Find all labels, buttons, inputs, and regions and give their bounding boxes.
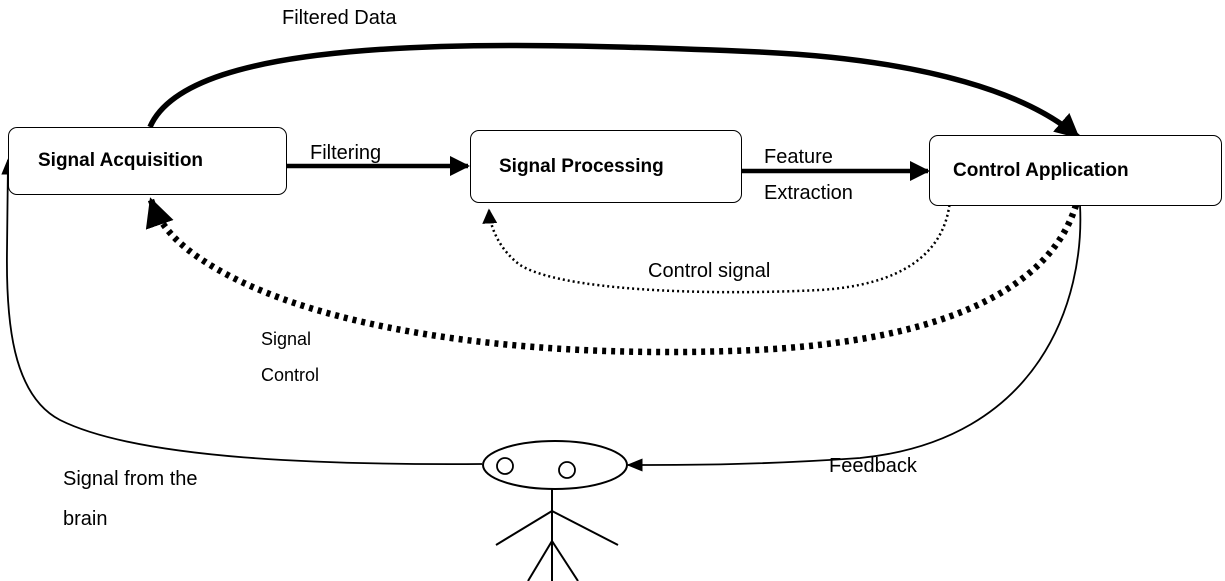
node-signal-processing: Signal Processing: [470, 130, 742, 203]
user-left-arm: [495, 510, 553, 546]
label-filtering: Filtering: [310, 142, 382, 164]
node-signal-processing-label: Signal Processing: [499, 155, 664, 177]
label-control-signal: Control signal: [648, 260, 771, 282]
label-brain: brain: [63, 508, 108, 530]
node-control-application-label: Control Application: [953, 159, 1129, 181]
user-right-leg: [551, 540, 579, 581]
node-signal-acquisition: Signal Acquisition: [8, 127, 287, 195]
label-feature: Feature: [764, 146, 833, 168]
label-control: Control: [261, 365, 320, 385]
filtered-data-arrow: [147, 42, 1080, 140]
control-signal-arrow: [482, 199, 952, 294]
user-head: [482, 440, 628, 490]
user-right-arm: [551, 510, 619, 546]
user-left-leg: [527, 540, 553, 581]
user-right-eye: [558, 461, 576, 479]
brain-signal-arrow: [1, 158, 483, 465]
label-feedback: Feedback: [829, 455, 917, 477]
node-control-application: Control Application: [929, 135, 1222, 206]
label-extraction: Extraction: [764, 182, 853, 204]
node-signal-acquisition-label: Signal Acquisition: [38, 150, 204, 171]
user-figure: [482, 440, 628, 581]
label-signal-from-brain: Signal from the: [63, 468, 198, 490]
user-left-eye: [496, 457, 514, 475]
feedback-arrow: [626, 204, 1082, 472]
label-signal: Signal: [261, 329, 312, 349]
label-filtered-data: Filtered Data: [282, 7, 397, 29]
